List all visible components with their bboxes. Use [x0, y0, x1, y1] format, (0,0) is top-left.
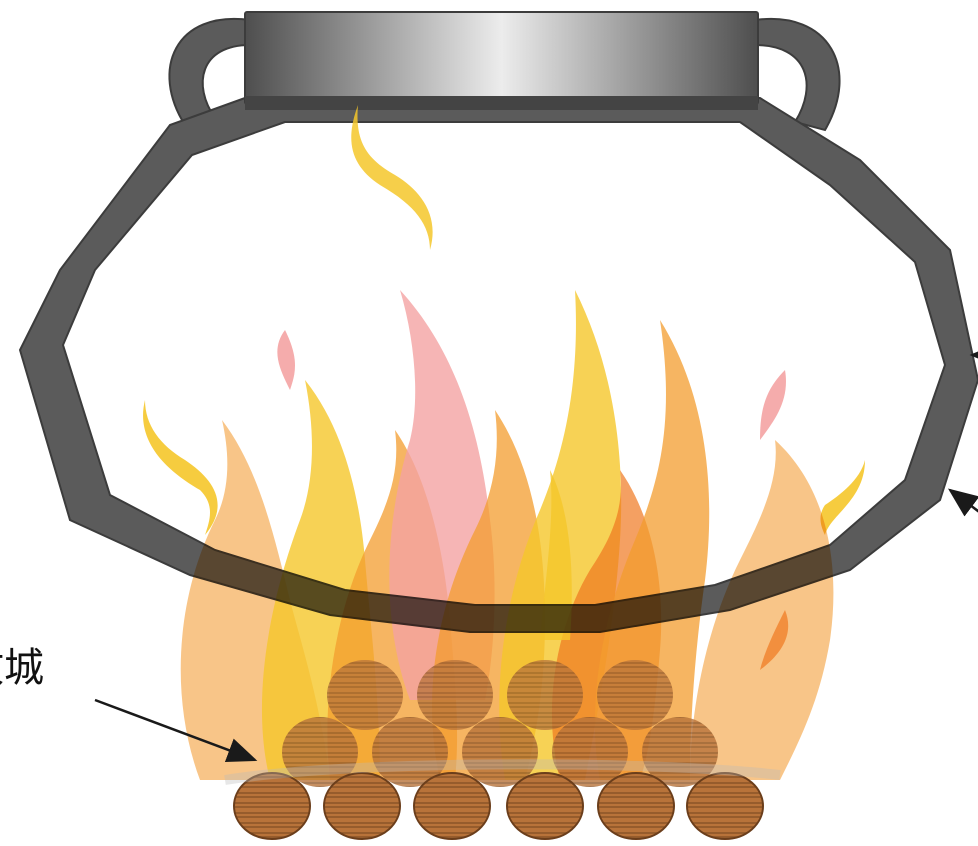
flame-wisp-yellow-left [143, 400, 218, 535]
log [327, 660, 403, 730]
log [507, 660, 583, 730]
log [414, 773, 490, 839]
callout-label-left: 攻城 [0, 648, 44, 688]
pointer-arrow-icon [950, 490, 978, 520]
fire [181, 290, 834, 780]
log [324, 773, 400, 839]
pot-rim [245, 12, 758, 104]
log [507, 773, 583, 839]
log [417, 660, 493, 730]
log [234, 773, 310, 839]
flame-wisp-top [351, 105, 432, 250]
log [598, 773, 674, 839]
log [597, 660, 673, 730]
log [687, 773, 763, 839]
flame-wisp-pink-left [277, 330, 295, 390]
flame-wisp-pink-right [760, 370, 786, 440]
